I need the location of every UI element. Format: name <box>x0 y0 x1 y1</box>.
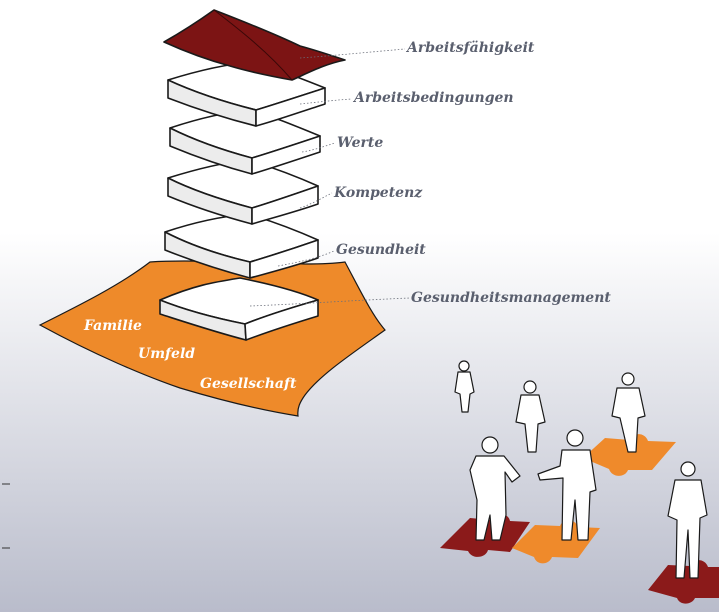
slab-werte <box>169 109 321 175</box>
leader-lines <box>249 48 411 307</box>
tower <box>159 9 346 341</box>
figure-man-right <box>667 461 708 579</box>
slab-gesundheit <box>164 213 319 279</box>
label-gesundheit: Gesundheit <box>336 242 426 258</box>
label-familie: Familie <box>83 318 142 334</box>
tower-labels: Arbeitsfähigkeit Arbeitsbedingungen Wert… <box>333 40 611 306</box>
label-gesellschaft: Gesellschaft <box>200 376 297 392</box>
roof-arbeitsfaehigkeit <box>163 9 346 81</box>
label-arbeitsbedingungen: Arbeitsbedingungen <box>352 90 514 106</box>
slab-gesundheitsmanagement <box>159 277 319 341</box>
puzzle-piece-orange-center <box>583 434 676 476</box>
base-labels: Familie Umfeld Gesellschaft <box>83 318 297 392</box>
figure-man-small <box>454 360 475 413</box>
business-figures <box>454 360 708 579</box>
label-arbeitsfaehigkeit: Arbeitsfähigkeit <box>405 40 535 56</box>
slab-kompetenz <box>167 159 319 225</box>
puzzle-piece-red-right <box>648 560 719 604</box>
label-umfeld: Umfeld <box>138 346 195 362</box>
label-kompetenz: Kompetenz <box>333 185 423 201</box>
label-gesundheitsmanagement: Gesundheitsmanagement <box>411 290 611 306</box>
figure-woman-center <box>515 380 546 453</box>
figure-woman-right <box>611 372 646 453</box>
figure-man-handshake-right <box>537 429 597 541</box>
edge-marks <box>2 483 10 549</box>
label-werte: Werte <box>337 135 383 151</box>
figure-man-handshake-left <box>469 436 521 541</box>
